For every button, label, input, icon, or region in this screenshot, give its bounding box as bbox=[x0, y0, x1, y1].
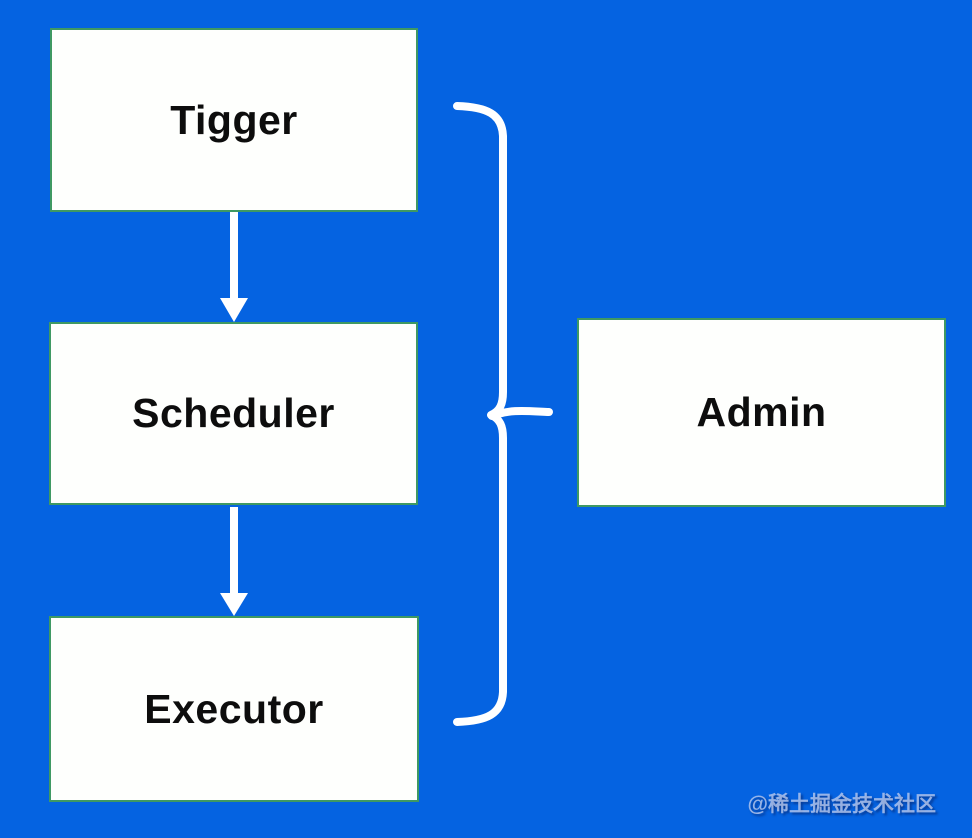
watermark-text: @稀土掘金技术社区 bbox=[747, 793, 936, 816]
node-scheduler: Scheduler bbox=[49, 322, 418, 505]
arrow-scheduler-to-executor-icon bbox=[220, 507, 248, 616]
node-tigger: Tigger bbox=[50, 28, 418, 212]
curly-brace-icon bbox=[453, 102, 553, 726]
node-scheduler-label: Scheduler bbox=[132, 390, 335, 436]
arrow-tigger-to-scheduler-icon bbox=[220, 212, 248, 322]
node-admin-label: Admin bbox=[696, 389, 827, 435]
node-tigger-label: Tigger bbox=[170, 96, 298, 143]
node-executor: Executor bbox=[49, 616, 419, 802]
node-executor-label: Executor bbox=[144, 685, 324, 732]
node-admin: Admin bbox=[577, 318, 946, 507]
